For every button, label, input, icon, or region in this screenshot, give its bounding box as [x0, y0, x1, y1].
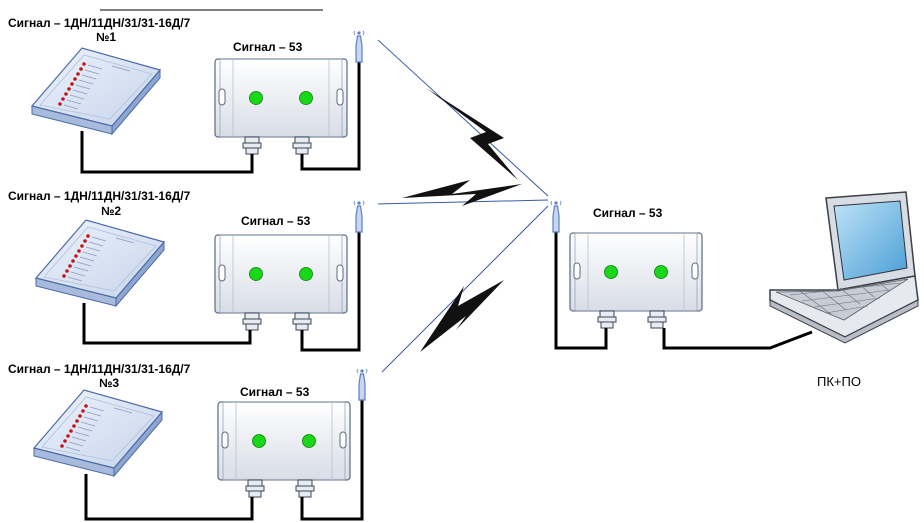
- antenna-3: [356, 368, 368, 401]
- sensor-2-number-label: №2: [101, 204, 122, 218]
- cable-receiver-antenna: [554, 232, 608, 350]
- cable-modem1-antenna1: [300, 62, 361, 171]
- sensor-panel-1: [31, 47, 161, 135]
- cable-sensor2-modem2: [82, 303, 252, 345]
- modem-3-label: Сигнал – 53: [240, 385, 310, 399]
- radio-link-1: [377, 39, 549, 197]
- receiver-modem-box: [569, 232, 703, 329]
- sensor-3-model-label: Сигнал – 1ДН/11ДН/31/31-16Д/7: [8, 362, 191, 376]
- modem-box-3: [217, 401, 351, 498]
- antenna-1: [353, 30, 365, 63]
- receiver-antenna: [550, 200, 562, 233]
- cable-receiver-laptop: [662, 328, 813, 350]
- sensor-1-number-label: №1: [96, 30, 117, 44]
- cable-modem3-antenna3: [300, 400, 364, 521]
- radio-link-3: [381, 205, 549, 373]
- cable-sensor1-modem1: [80, 131, 254, 174]
- lightning-bolt-2: [402, 180, 522, 206]
- sensor-3-number-label: №3: [99, 376, 120, 390]
- laptop-icon: [769, 191, 919, 344]
- sensor-1-model-label: Сигнал – 1ДН/11ДН/31/31-16Д/7: [8, 16, 191, 30]
- computer-label: ПК+ПО: [817, 374, 861, 389]
- receiver-modem-label: Сигнал – 53: [593, 206, 663, 220]
- modem-2-label: Сигнал – 53: [241, 214, 311, 228]
- modem-box-1: [214, 58, 348, 155]
- antenna-2: [353, 200, 365, 233]
- cable-modem2-antenna2: [300, 232, 361, 352]
- sensor-panel-3: [33, 389, 163, 477]
- cable-sensor3-modem3: [84, 474, 254, 521]
- radio-link-2: [377, 199, 549, 205]
- lightning-bolt-1: [426, 88, 518, 180]
- lightning-bolt-3: [420, 280, 504, 352]
- modem-1-label: Сигнал – 53: [233, 40, 303, 54]
- sensor-panel-2: [35, 219, 165, 307]
- modem-box-2: [214, 234, 348, 331]
- sensor-2-model-label: Сигнал – 1ДН/11ДН/31/31-16Д/7: [8, 189, 191, 203]
